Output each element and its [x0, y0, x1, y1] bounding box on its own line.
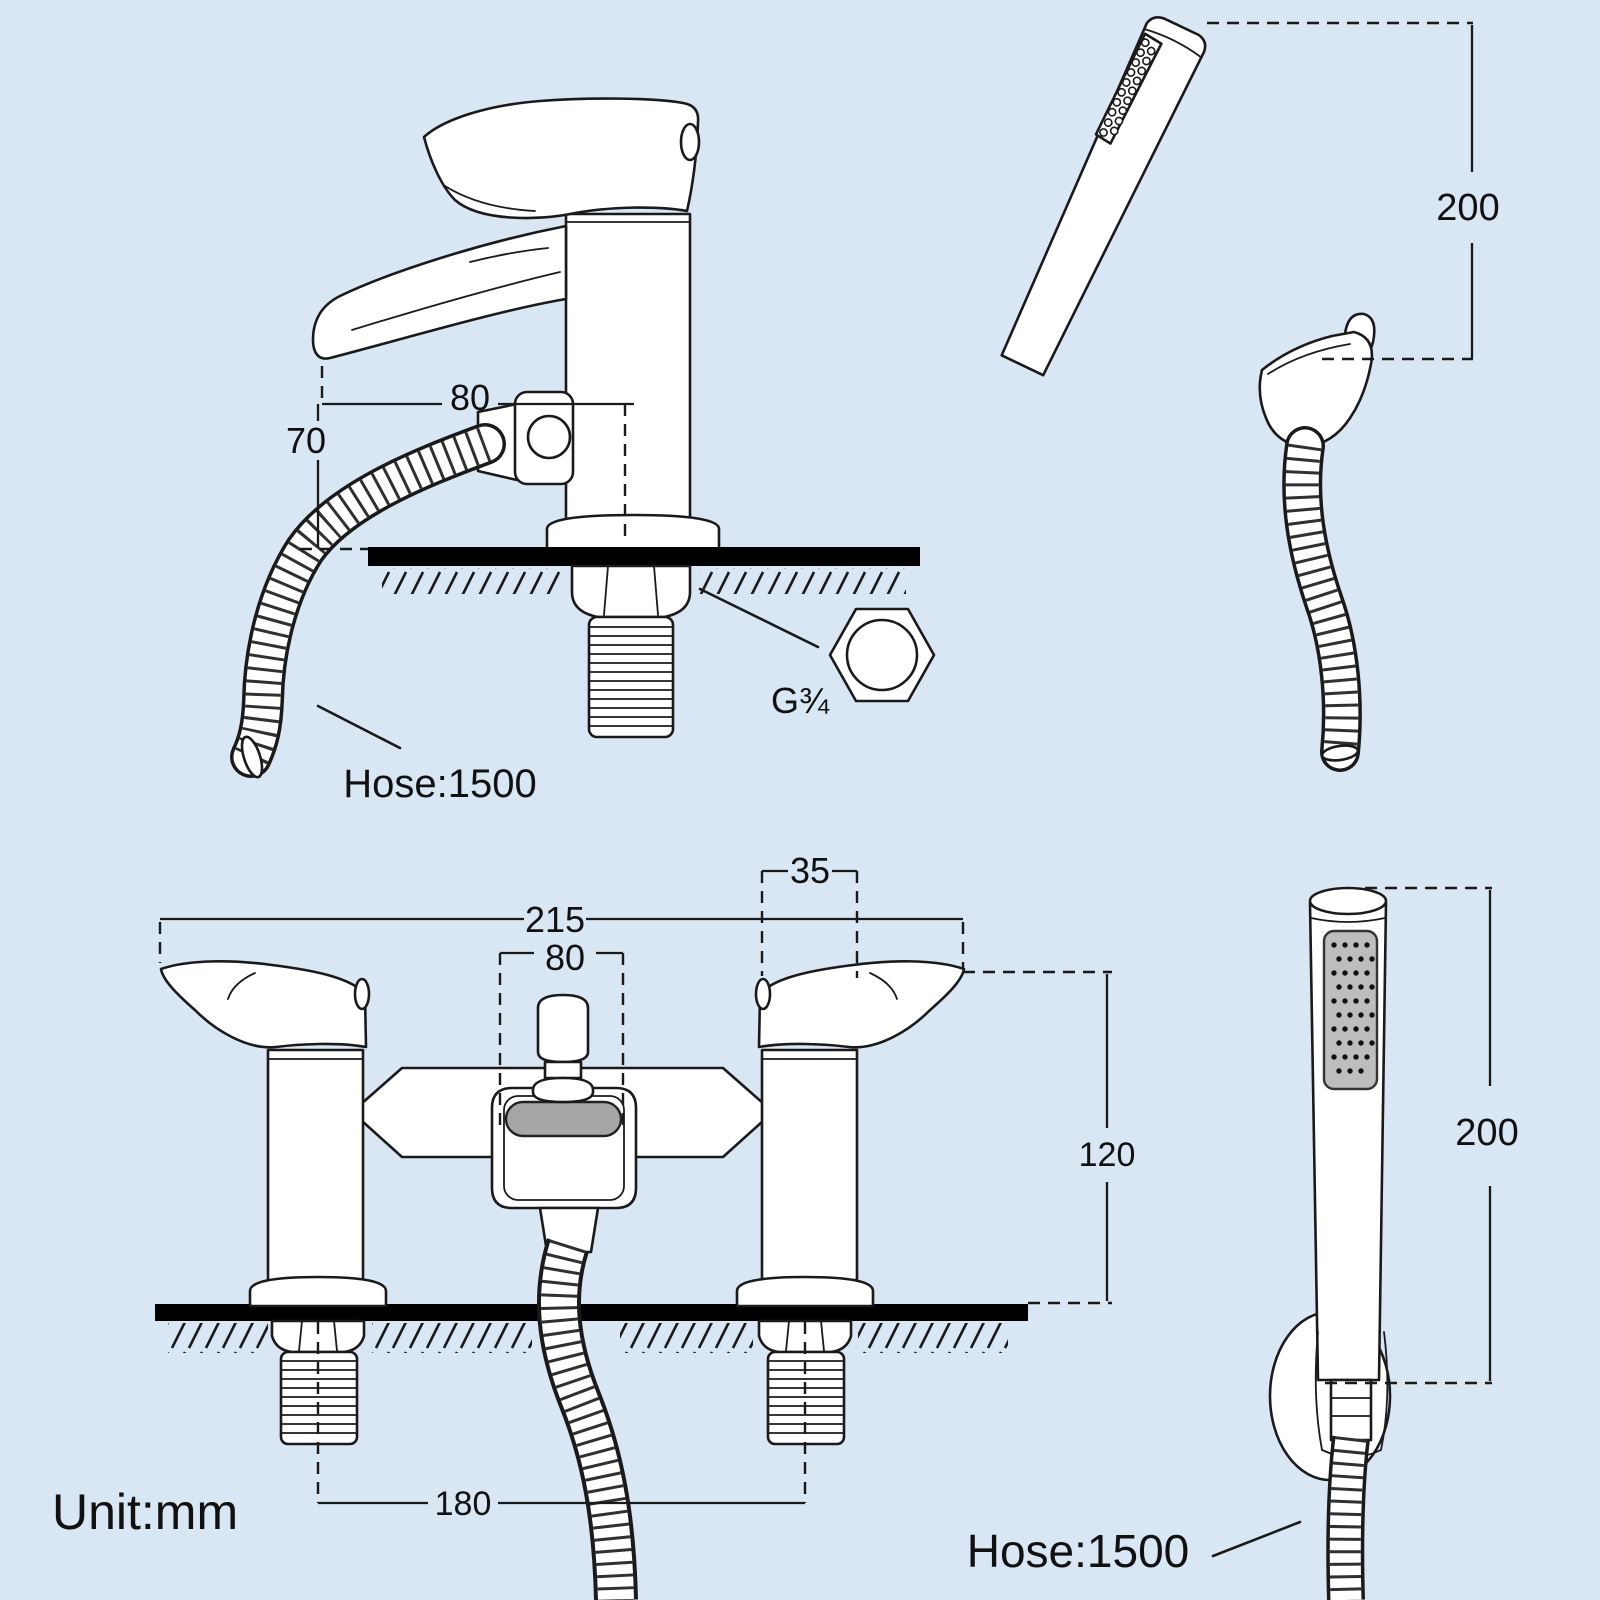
deck-hatching [168, 1323, 268, 1353]
left-pillar [159, 960, 371, 1282]
deck-hatching [858, 1323, 1008, 1353]
deck-hatching [382, 568, 562, 594]
view-tap-side: 80 70 G¾ Hose:1500 [230, 97, 936, 806]
tap-handle [422, 97, 700, 220]
spout-block [490, 1086, 638, 1210]
dim-label-35: 35 [790, 850, 830, 891]
dim-label-180: 180 [435, 1485, 492, 1523]
dim-label-70: 70 [286, 420, 326, 461]
dim-head-length: 200 [1325, 886, 1519, 1385]
thread-size-callout: G¾ [698, 587, 936, 721]
view-mixer-front: 215 80 35 120 180 [155, 850, 1135, 1600]
dim-label-80: 80 [450, 377, 490, 418]
right-pillar [754, 960, 966, 1282]
unit-label: Unit:mm [52, 1484, 238, 1540]
base-flange [545, 513, 721, 551]
wall-holder [1258, 312, 1376, 449]
dim-inlet-centres: 180 [316, 1322, 807, 1523]
threaded-tail [587, 615, 675, 739]
dim-label-200: 200 [1455, 1112, 1518, 1154]
spray-nozzles [1099, 38, 1156, 137]
backnut [570, 564, 692, 619]
tap-body [564, 212, 692, 542]
diverter-knob [531, 993, 595, 1104]
deck-bar [155, 1304, 1028, 1321]
elbow-knob [526, 414, 572, 460]
dim-valve-width: 35 [760, 850, 859, 978]
hose-length-callout: Hose:1500 [967, 1520, 1302, 1577]
dim-overall-width: 215 [158, 899, 965, 968]
dim-label-120: 120 [1079, 1136, 1136, 1174]
left-handle [159, 960, 368, 1049]
shower-hose [230, 423, 506, 779]
hose-length-label: Hose:1500 [343, 762, 536, 806]
dim-spout-height: 70 [286, 404, 368, 551]
dim-spout-reach: 80 [320, 366, 634, 538]
right-handle [757, 960, 966, 1049]
dim-height-above-deck: 120 [963, 970, 1136, 1305]
dim-label-80: 80 [545, 937, 585, 978]
hose-length-callout: Hose:1500 [316, 704, 537, 806]
view-handshower-front: 200 Hose:1500 [967, 886, 1519, 1600]
dim-spout-width: 80 [498, 937, 625, 1133]
shower-hose [1282, 426, 1362, 772]
hose-length-label: Hose:1500 [967, 1525, 1190, 1577]
handshower-body [1308, 886, 1388, 1382]
handshower-body [1000, 16, 1207, 377]
shower-hose [1326, 1378, 1373, 1600]
deck-hatching [700, 568, 906, 594]
spout-opening [504, 1100, 623, 1138]
handle-button [754, 977, 772, 1011]
spray-face [1322, 929, 1379, 1091]
tap-spout [311, 224, 568, 360]
deck-hatching [620, 1323, 753, 1353]
deck-bar [368, 547, 920, 566]
spray-nozzles [1331, 942, 1375, 1074]
dim-label-200: 200 [1436, 187, 1499, 229]
dim-head-length: 200 [1207, 21, 1500, 361]
handle-button [353, 977, 371, 1011]
view-handshower-side: 200 [1000, 16, 1500, 772]
hex-nut-icon [828, 607, 936, 703]
dim-label-215: 215 [525, 899, 585, 940]
deck-hatching [372, 1323, 532, 1353]
base-flange [248, 1275, 388, 1308]
shower-hose [536, 1206, 638, 1600]
handle-button [679, 122, 701, 162]
base-flange [735, 1275, 875, 1308]
thread-size-label: G¾ [771, 680, 830, 721]
